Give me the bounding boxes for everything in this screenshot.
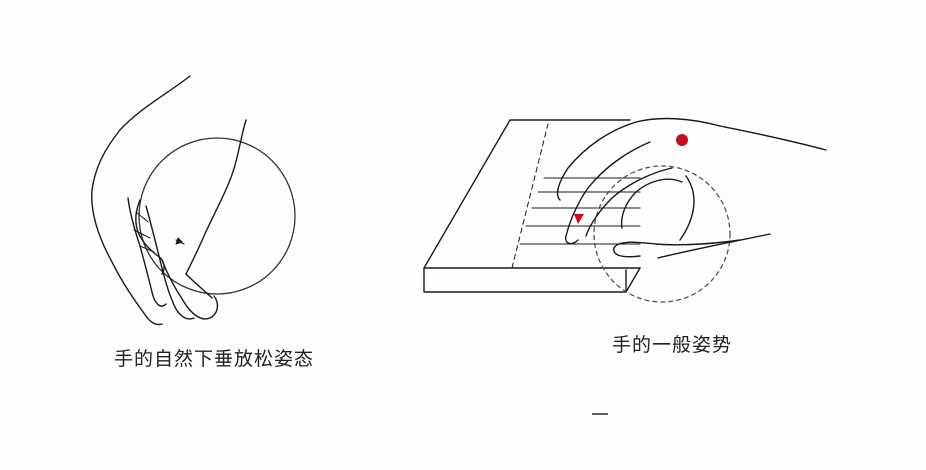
finger-middle (145, 205, 195, 320)
knuckle-shading (133, 211, 185, 253)
thumb (135, 199, 165, 275)
wrist-marker (676, 134, 688, 146)
reference-circle-left (138, 137, 296, 295)
keyboard-top-surface (423, 119, 641, 269)
finger-long (556, 121, 637, 201)
finger-ring (161, 259, 219, 320)
palm-curve (679, 175, 695, 241)
forearm-top (635, 117, 827, 151)
key-field-edge (511, 123, 549, 269)
right-caption: 手的一般姿势 (612, 334, 733, 356)
key-rows (519, 177, 641, 245)
keyboard-side (625, 267, 641, 293)
fingertip-marker (574, 214, 584, 224)
hand-outline-back (91, 75, 191, 326)
finger-curled (620, 178, 683, 229)
hand-outline-palm (185, 119, 247, 275)
palm-mark (175, 237, 183, 245)
thumb-keyboard (613, 239, 741, 258)
finger-second (564, 141, 651, 245)
relaxed-hand-illustration (91, 75, 296, 326)
finger-index (127, 197, 167, 307)
finger-third (585, 167, 673, 237)
keyboard-front-face (423, 267, 627, 293)
left-caption: 手的自然下垂放松姿态 (114, 348, 315, 370)
finger-little (185, 273, 213, 299)
keyboard-hand-illustration (423, 117, 827, 303)
reference-circle-dashed (593, 165, 731, 303)
forearm-bottom (657, 233, 771, 259)
